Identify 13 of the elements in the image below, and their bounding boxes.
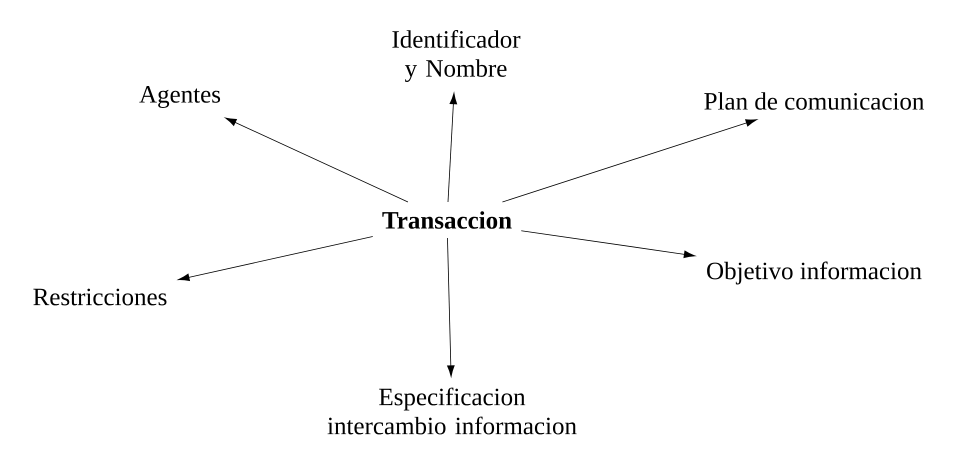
arrow xyxy=(178,236,374,282)
arrow xyxy=(448,92,458,202)
topic-label: Plan de comunicacion xyxy=(704,92,924,110)
topic-label: Objetivo informacion xyxy=(707,262,922,284)
topic-label: Identificador y Nombre xyxy=(392,30,520,82)
central-label: Transaccion xyxy=(382,211,512,229)
arrow xyxy=(447,238,455,377)
topic-label: Restricciones xyxy=(33,288,166,306)
topic-label: Especificacion intercambio informacion xyxy=(328,388,577,434)
topic-label: Agentes xyxy=(139,86,220,108)
arrow xyxy=(502,119,758,202)
arrow xyxy=(225,118,408,202)
arrow xyxy=(520,230,696,258)
